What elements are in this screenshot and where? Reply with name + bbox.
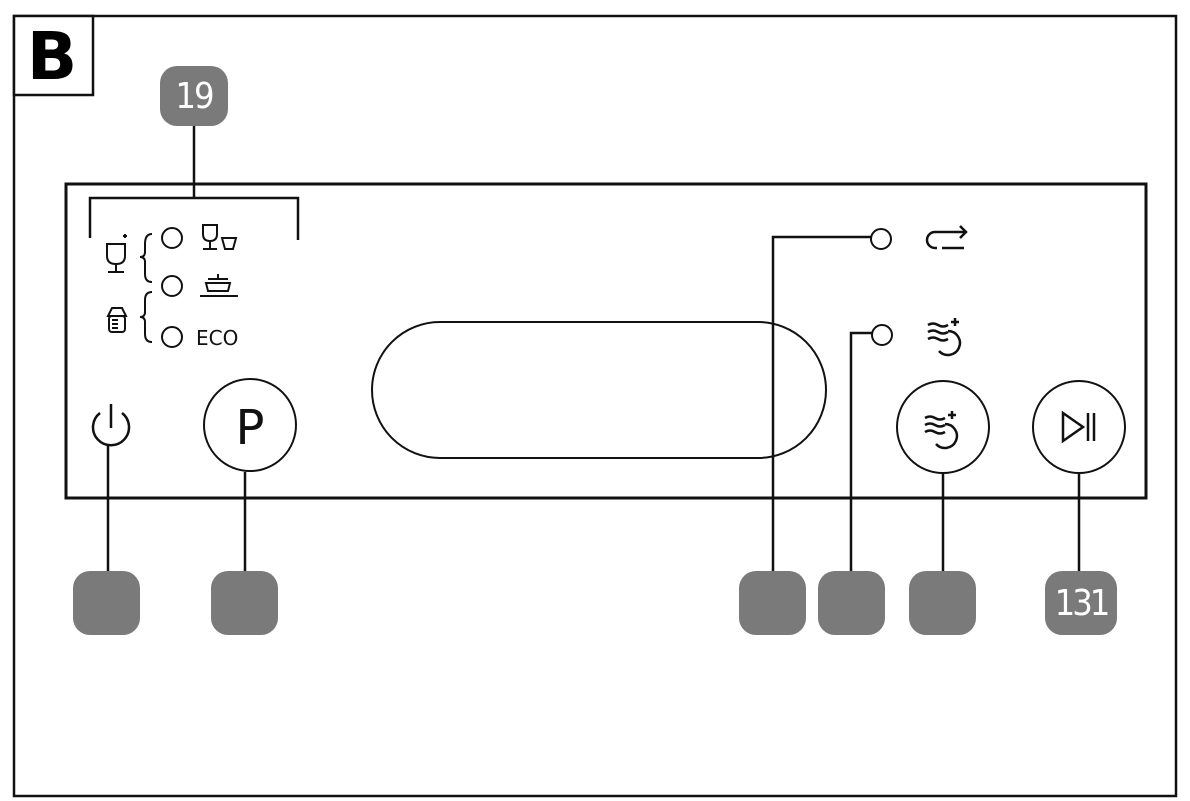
power-icon	[91, 404, 131, 447]
callout-label-19: 19	[175, 76, 213, 117]
play-pause-icon	[1061, 410, 1096, 444]
panel-body	[64, 182, 1148, 500]
program-led-pots	[161, 275, 183, 297]
power-button[interactable]	[84, 398, 136, 450]
glass-care-group-icon	[106, 234, 127, 273]
display-window	[371, 321, 827, 459]
callout-badge-program	[211, 571, 278, 635]
extra-dry-indicator-icon	[927, 318, 962, 357]
figure-frame	[12, 14, 1178, 798]
callout-badge-131: 131	[1045, 571, 1117, 635]
callout-label-131: 131	[1055, 583, 1108, 624]
eco-program-label: ECO	[196, 326, 238, 350]
program-led-glasses	[161, 227, 183, 249]
start-pause-button[interactable]	[1032, 380, 1126, 474]
program-button-label: P	[236, 400, 265, 456]
section-letter: B	[27, 18, 77, 95]
program-button[interactable]: P	[203, 378, 297, 472]
extra-dry-led	[871, 324, 893, 346]
pots-program-icon	[200, 274, 238, 297]
program-led-eco	[161, 326, 183, 348]
program-indicators-bracket	[88, 125, 300, 240]
regeneration-icon	[925, 225, 968, 250]
section-letter-box: B	[12, 14, 95, 97]
glasses-program-icon	[202, 224, 238, 250]
extra-dry-icon	[924, 411, 959, 450]
regeneration-led	[870, 228, 892, 250]
callout-badge-extra-dry-indicator	[818, 571, 885, 635]
callout-badge-power	[73, 571, 140, 635]
baby-bottle-group-icon	[106, 307, 128, 333]
group-braces	[139, 233, 153, 343]
callout-badge-extra-dry-button	[909, 571, 976, 635]
extra-dry-button[interactable]	[896, 380, 990, 474]
callout-leaders	[106, 235, 1081, 572]
callout-badge-19: 19	[160, 66, 228, 126]
callout-badge-regeneration	[739, 571, 806, 635]
